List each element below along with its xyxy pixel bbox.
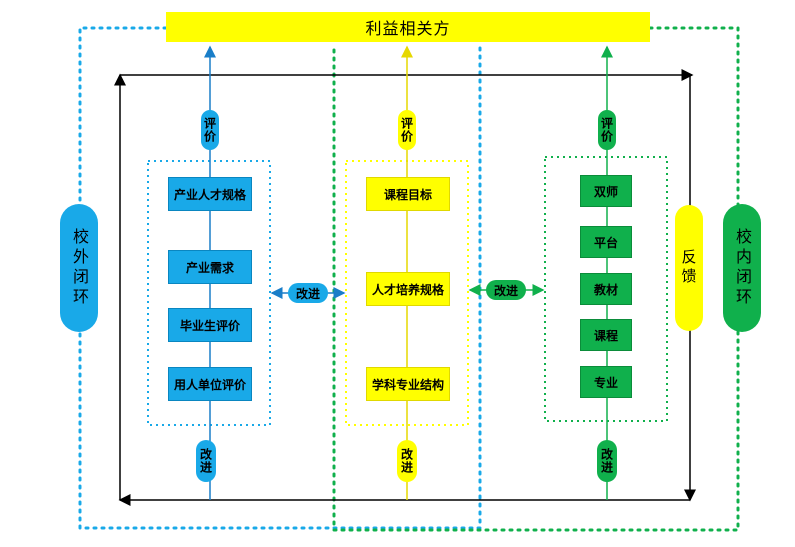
- improve-pill-bottom-left: 改进: [196, 440, 216, 482]
- outer-loop-green: [332, 26, 740, 532]
- right-item-course: 课程: [580, 319, 632, 351]
- left-container: [147, 160, 271, 426]
- outer-loop-internal-label: 校内闭环: [733, 228, 752, 308]
- improve-label-bottom-middle: 改进: [399, 448, 414, 474]
- outer-loop-external-pill: 校外闭环: [60, 204, 98, 332]
- outer-loop-external-label: 校外闭环: [70, 228, 89, 308]
- evaluate-pill-left: 评价: [201, 110, 219, 150]
- left-item-graduate-eval: 毕业生评价: [168, 308, 252, 342]
- improve-pill-middle-right: 改进: [486, 280, 526, 300]
- improve-label-bottom-right: 改进: [599, 448, 614, 474]
- improve-label-bottom-left: 改进: [198, 448, 213, 474]
- stakeholders-title: 利益相关方: [166, 12, 650, 42]
- improve-pill-bottom-middle: 改进: [397, 440, 417, 482]
- middle-item-discipline-structure: 学科专业结构: [366, 367, 450, 401]
- left-item-industry-demand: 产业需求: [168, 250, 252, 284]
- outer-loop-internal-pill: 校内闭环: [723, 204, 761, 332]
- right-item-dual-teacher: 双师: [580, 175, 632, 207]
- evaluate-label-right: 评价: [599, 117, 614, 143]
- evaluate-label-middle: 评价: [399, 117, 414, 143]
- right-item-platform: 平台: [580, 226, 632, 258]
- improve-pill-left-middle: 改进: [288, 283, 328, 303]
- outer-loop-blue: [78, 26, 482, 530]
- right-item-major: 专业: [580, 366, 632, 398]
- left-item-industry-talent: 产业人才规格: [168, 177, 252, 211]
- right-item-textbook: 教材: [580, 273, 632, 305]
- middle-item-talent-spec: 人才培养规格: [366, 272, 450, 306]
- feedback-label: 反馈: [679, 249, 698, 287]
- evaluate-pill-right: 评价: [598, 110, 616, 150]
- evaluate-pill-middle: 评价: [398, 110, 416, 150]
- right-container: [544, 156, 668, 422]
- middle-item-course-goal: 课程目标: [366, 177, 450, 211]
- left-item-employer-eval: 用人单位评价: [168, 367, 252, 401]
- evaluate-label-left: 评价: [202, 117, 217, 143]
- feedback-pill: 反馈: [675, 205, 703, 331]
- improve-pill-bottom-right: 改进: [597, 440, 617, 482]
